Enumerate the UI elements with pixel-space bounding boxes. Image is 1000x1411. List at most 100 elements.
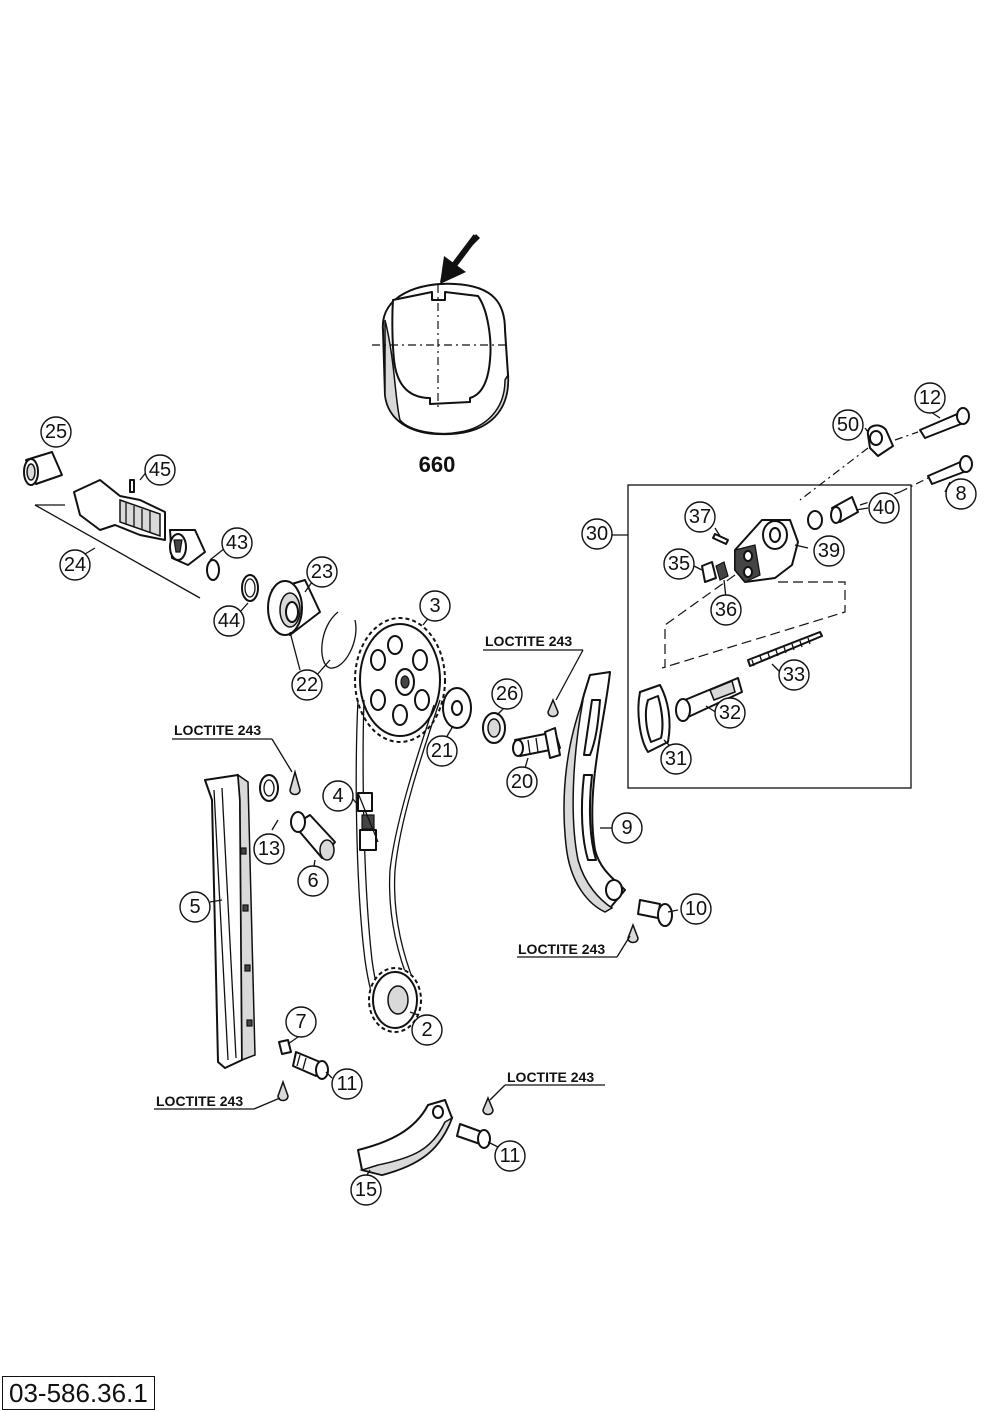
tensioner-assembly-frame: [627, 484, 912, 789]
svg-text:26: 26: [496, 683, 518, 705]
callout-31: 31: [660, 743, 692, 775]
loctite-label-2: LOCTITE 243: [485, 633, 572, 649]
callout-45: 45: [144, 454, 176, 486]
callout-6: 6: [297, 865, 329, 897]
svg-text:8: 8: [955, 483, 966, 505]
loctite-drop-2: [547, 698, 559, 718]
callout-9: 9: [611, 812, 643, 844]
svg-text:2: 2: [421, 1019, 432, 1041]
callout-12: 12: [914, 382, 946, 414]
callout-15: 15: [350, 1174, 382, 1206]
callout-2: 2: [411, 1014, 443, 1046]
axis-lines: [799, 431, 929, 506]
camshaft-sprocket-3: [354, 617, 446, 743]
loctite-drop-3: [627, 922, 639, 944]
bearing-26: [482, 712, 506, 744]
svg-text:22: 22: [296, 674, 318, 696]
callout-33: 33: [778, 659, 810, 691]
callout-8: 8: [945, 478, 977, 510]
callout-22: 22: [291, 669, 323, 701]
spring-33: [747, 631, 823, 667]
assembly-guide-lines: [661, 574, 846, 669]
loctite-drop-5: [482, 1096, 494, 1116]
chain-guide-rail-5: [204, 773, 256, 1069]
callout-40: 40: [868, 492, 900, 524]
callout-25: 25: [40, 416, 72, 448]
bolt-10: [637, 899, 673, 927]
svg-text:6: 6: [307, 870, 318, 892]
svg-text:39: 39: [818, 540, 840, 562]
callout-4: 4: [322, 780, 354, 812]
screw-12: [919, 407, 970, 439]
svg-text:23: 23: [311, 561, 333, 583]
svg-text:45: 45: [149, 459, 171, 481]
svg-text:4: 4: [332, 785, 343, 807]
callout-5: 5: [179, 891, 211, 923]
loctite-drop-1: [289, 769, 301, 796]
bolt-11-left: [292, 1051, 329, 1080]
svg-text:37: 37: [689, 506, 711, 528]
crankshaft-sprocket-2: [368, 967, 422, 1033]
screw-8: [927, 455, 973, 485]
svg-text:15: 15: [355, 1179, 377, 1201]
svg-text:31: 31: [665, 748, 687, 770]
callout-32: 32: [714, 697, 746, 729]
svg-text:33: 33: [783, 664, 805, 686]
svg-text:32: 32: [719, 702, 741, 724]
callout-35: 35: [663, 548, 695, 580]
tensioner-rail-9: [563, 671, 626, 913]
loctite-label-1: LOCTITE 243: [174, 722, 261, 738]
callout-24: 24: [59, 549, 91, 581]
callout-11-left: 11: [331, 1068, 363, 1100]
o-ring-43: [206, 559, 220, 581]
svg-text:11: 11: [337, 1073, 358, 1095]
svg-text:30: 30: [586, 523, 608, 545]
callout-37: 37: [684, 501, 716, 533]
chain-link-4: [357, 792, 379, 851]
callouts: 25 45 24 43 44 23 22 3 21 26 20 4 13 6 5…: [40, 382, 977, 1206]
callout-21: 21: [426, 735, 458, 767]
svg-text:24: 24: [64, 554, 86, 576]
loctite-label-3: LOCTITE 243: [518, 941, 605, 957]
svg-text:10: 10: [685, 898, 707, 920]
svg-text:25: 25: [45, 421, 67, 443]
needle-bearing-25: [23, 451, 63, 486]
svg-text:3: 3: [429, 595, 440, 617]
nut-35: [701, 561, 717, 583]
callout-26: 26: [491, 678, 523, 710]
circlip-22: [321, 611, 357, 669]
document-id: 03-586.36.1: [2, 1376, 155, 1410]
svg-text:43: 43: [226, 532, 248, 554]
svg-text:5: 5: [189, 896, 200, 918]
callout-13: 13: [253, 833, 285, 865]
camshaft-24: [34, 479, 206, 599]
callout-36: 36: [710, 594, 742, 626]
loctite-drop-4: [277, 1079, 289, 1102]
svg-text:40: 40: [873, 497, 895, 519]
clamp-50: [866, 424, 894, 457]
callout-7: 7: [285, 1006, 317, 1038]
svg-text:20: 20: [511, 771, 533, 793]
callout-23: 23: [306, 556, 338, 588]
svg-text:12: 12: [919, 387, 941, 409]
nut-7: [278, 1039, 292, 1055]
loctite-labels: LOCTITE 243 LOCTITE 243 LOCTITE 243 LOCT…: [156, 633, 605, 1109]
callout-20: 20: [506, 766, 538, 798]
svg-text:36: 36: [715, 599, 737, 621]
gasket-31: [637, 684, 671, 753]
plug-screw-40: [830, 496, 859, 524]
callout-39: 39: [813, 535, 845, 567]
svg-text:13: 13: [258, 838, 280, 860]
callout-3: 3: [419, 590, 451, 622]
bolt-11-right: [456, 1123, 491, 1149]
svg-text:7: 7: [295, 1011, 306, 1033]
svg-text:11: 11: [500, 1145, 521, 1167]
loctite-label-4: LOCTITE 243: [156, 1093, 243, 1109]
washer-13: [259, 774, 279, 802]
spring-36: [715, 561, 729, 581]
guide-pin-6: [290, 811, 336, 861]
callout-43: 43: [221, 527, 253, 559]
svg-text:9: 9: [621, 817, 632, 839]
chain-guide-15: [357, 1099, 454, 1176]
